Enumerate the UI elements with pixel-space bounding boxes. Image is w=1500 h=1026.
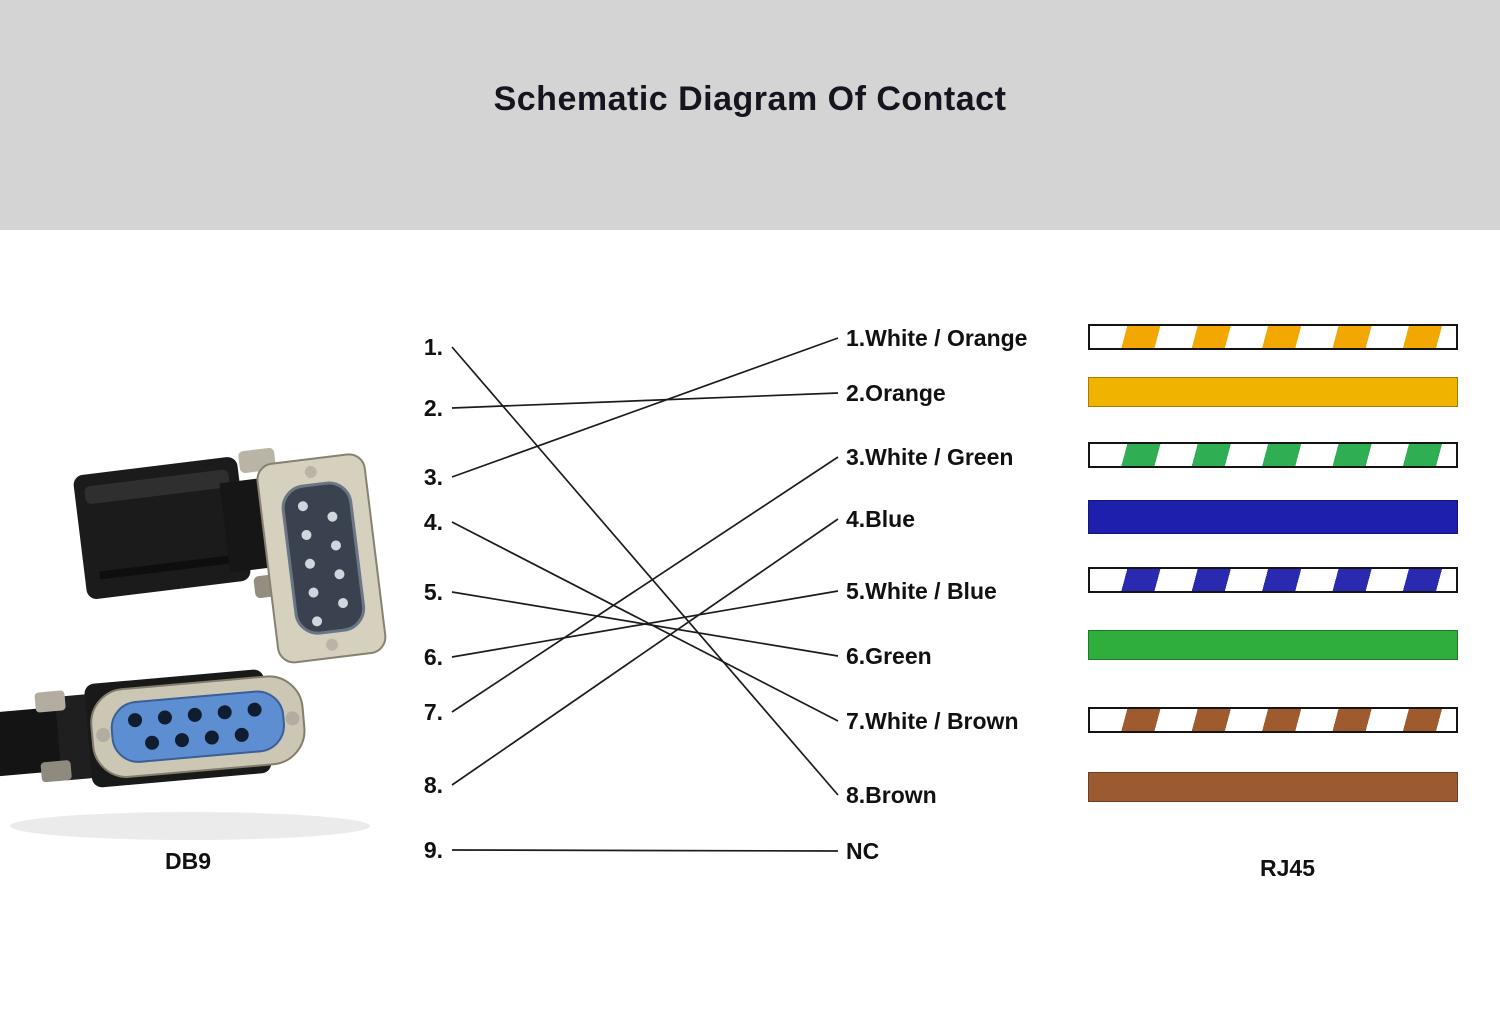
header-band: Schematic Diagram Of Contact: [0, 0, 1500, 230]
wire-bar-white-brown: [1088, 707, 1458, 733]
male-db9-adapter: [73, 447, 387, 664]
rj45-pin-3-label: 3.White / Green: [846, 444, 1014, 470]
wire-bar-blue: [1088, 500, 1458, 534]
db9-pin-4: 4.: [423, 509, 443, 535]
rj45-pin-2-label: 2.Orange: [846, 380, 946, 406]
female-db9-adapter: [0, 669, 306, 788]
wire-connection-line: [451, 849, 839, 852]
db9-pin-5: 5.: [423, 579, 443, 605]
wire-connection-line: [451, 590, 839, 658]
wire-bar-white-green: [1088, 442, 1458, 468]
rj45-pin-1-label: 1.White / Orange: [846, 325, 1028, 351]
rj45-pin-4-label: 4.Blue: [846, 506, 916, 532]
rj45-caption: RJ45: [1260, 855, 1315, 881]
wire-connection-line: [451, 518, 839, 786]
male-pins: [297, 501, 349, 627]
db9-pin-2: 2.: [423, 395, 443, 421]
wire-bar-white-blue: [1088, 567, 1458, 593]
wire-connection-line: [451, 456, 839, 713]
db9-adapter-photo: [0, 447, 387, 840]
rj45-pin-5-label: 5.White / Blue: [846, 578, 997, 604]
db9-pin-6: 6.: [423, 644, 443, 670]
db9-pin-9: 9.: [423, 837, 443, 863]
wire-bar-brown: [1088, 772, 1458, 802]
rj45-pin-7-label: 7.White / Brown: [846, 708, 1019, 734]
wire-bar-white-orange: [1088, 324, 1458, 350]
page-title: Schematic Diagram Of Contact: [493, 80, 1007, 118]
wire-bar-green: [1088, 630, 1458, 660]
db9-pin-3: 3.: [423, 464, 443, 490]
wire-connection-line: [451, 346, 839, 796]
wire-connection-line: [451, 591, 839, 657]
rj45-pin-8-label: 8.Brown: [846, 782, 937, 808]
rj45-pin-6-label: 6.Green: [846, 643, 932, 669]
rj45-nc-label: NC: [846, 838, 880, 864]
female-pin-holes: [128, 702, 262, 750]
wire-connection-line: [451, 337, 839, 478]
db9-pin-7: 7.: [423, 699, 443, 725]
wire-bar-orange: [1088, 377, 1458, 407]
wire-connection-line: [451, 521, 839, 722]
db9-pin-1: 1.: [423, 334, 443, 360]
wire-connection-line: [451, 392, 839, 409]
db9-pin-8: 8.: [423, 772, 443, 798]
db9-caption: DB9: [165, 848, 212, 874]
